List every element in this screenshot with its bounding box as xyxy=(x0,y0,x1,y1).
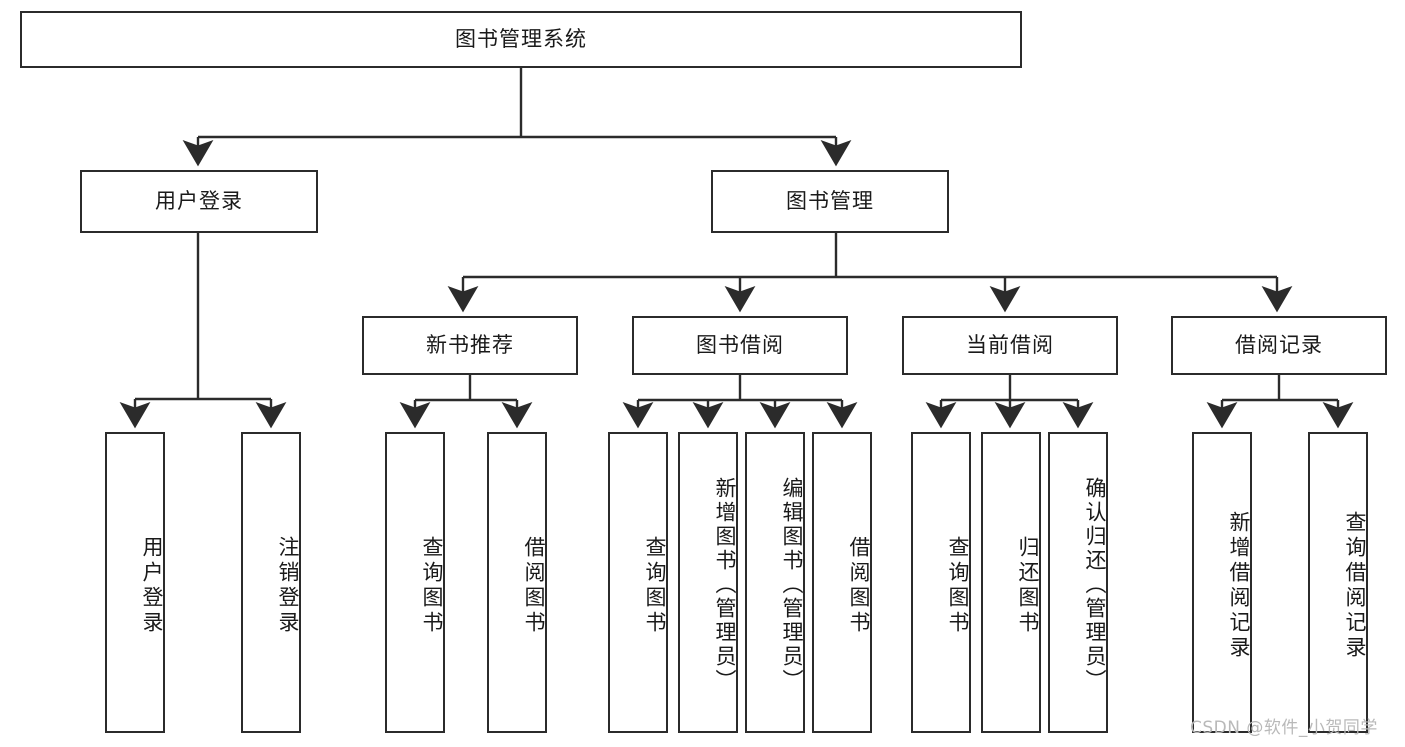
node-borrow-record[interactable]: 借阅记录 xyxy=(1171,316,1387,375)
leaf-return-book[interactable]: 归还图书 xyxy=(981,432,1041,733)
leaf-add-book-admin[interactable]: 新增图书（管理员） xyxy=(678,432,738,733)
leaf-query-book-recommend[interactable]: 查询图书 xyxy=(385,432,445,733)
leaf-borrow-book[interactable]: 借阅图书 xyxy=(812,432,872,733)
node-label: 借阅图书 xyxy=(522,535,546,636)
node-new-book-recommend[interactable]: 新书推荐 xyxy=(362,316,578,375)
node-label: 注销登录 xyxy=(276,535,300,636)
node-root-book-management-system[interactable]: 图书管理系统 xyxy=(20,11,1022,68)
csdn-watermark: CSDN @软件_小贺同学 xyxy=(1190,718,1378,738)
leaf-logout-login[interactable]: 注销登录 xyxy=(241,432,301,733)
node-label: 借阅图书 xyxy=(847,535,871,636)
node-label: 新增图书（管理员） xyxy=(713,476,737,693)
leaf-confirm-return-admin[interactable]: 确认归还（管理员） xyxy=(1048,432,1108,733)
node-label: 查询图书 xyxy=(946,535,970,636)
node-label: 图书借阅 xyxy=(696,332,784,357)
node-label: 用户登录 xyxy=(140,535,164,636)
leaf-edit-book-admin[interactable]: 编辑图书（管理员） xyxy=(745,432,805,733)
node-label: 图书管理系统 xyxy=(455,26,587,51)
node-user-login[interactable]: 用户登录 xyxy=(80,170,318,233)
node-label: 借阅记录 xyxy=(1235,332,1323,357)
node-current-borrow[interactable]: 当前借阅 xyxy=(902,316,1118,375)
leaf-query-book-borrow[interactable]: 查询图书 xyxy=(608,432,668,733)
node-label: 归还图书 xyxy=(1016,535,1040,636)
node-label: 确认归还（管理员） xyxy=(1083,476,1107,693)
node-label: 查询借阅记录 xyxy=(1343,510,1367,661)
node-book-management[interactable]: 图书管理 xyxy=(711,170,949,233)
leaf-user-login[interactable]: 用户登录 xyxy=(105,432,165,733)
leaf-borrow-book-recommend[interactable]: 借阅图书 xyxy=(487,432,547,733)
node-label: 用户登录 xyxy=(155,188,243,213)
node-label: 查询图书 xyxy=(643,535,667,636)
node-label: 当前借阅 xyxy=(966,332,1054,357)
leaf-add-borrow-record[interactable]: 新增借阅记录 xyxy=(1192,432,1252,733)
node-label: 编辑图书（管理员） xyxy=(780,476,804,693)
node-label: 新增借阅记录 xyxy=(1227,510,1251,661)
node-label: 图书管理 xyxy=(786,188,874,213)
leaf-query-borrow-record[interactable]: 查询借阅记录 xyxy=(1308,432,1368,733)
node-book-borrow[interactable]: 图书借阅 xyxy=(632,316,848,375)
node-label: 查询图书 xyxy=(420,535,444,636)
leaf-query-book-current[interactable]: 查询图书 xyxy=(911,432,971,733)
node-label: 新书推荐 xyxy=(426,332,514,357)
